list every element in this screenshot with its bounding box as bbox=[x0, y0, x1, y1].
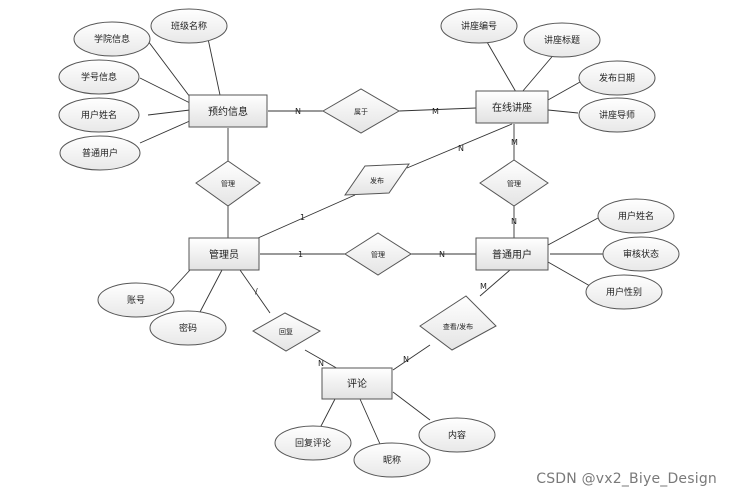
attribute-label: 回复评论 bbox=[295, 437, 331, 449]
entity-label: 在线讲座 bbox=[492, 101, 532, 114]
attribute-lecture-title[interactable]: 讲座标题 bbox=[523, 22, 601, 58]
attribute-password[interactable]: 密码 bbox=[149, 310, 227, 346]
cardinality-labels: N M 1 N M N 1 N / N N M bbox=[255, 107, 518, 368]
card-belongs-lecture: M bbox=[432, 107, 439, 116]
attribute-label: 学院信息 bbox=[94, 33, 130, 45]
attribute-student-no[interactable]: 学号信息 bbox=[58, 59, 140, 95]
attribute-normal-user[interactable]: 普通用户 bbox=[59, 135, 141, 171]
attribute-label: 用户姓名 bbox=[618, 210, 654, 222]
attribute-label: 发布日期 bbox=[599, 72, 635, 84]
attribute-lecturer[interactable]: 讲座导师 bbox=[578, 97, 656, 133]
entity-label: 管理员 bbox=[209, 248, 239, 261]
relationship-view-post[interactable]: 查看/发布 bbox=[419, 295, 497, 351]
card-view-user: M bbox=[480, 282, 487, 291]
attribute-label: 班级名称 bbox=[171, 20, 207, 32]
card-release-lecture: N bbox=[458, 144, 464, 153]
attribute-u-name[interactable]: 用户姓名 bbox=[597, 198, 675, 234]
card-comment-view: N bbox=[403, 355, 409, 364]
card-booking-belongs: N bbox=[295, 107, 301, 116]
relationship-label: 管理 bbox=[371, 250, 385, 259]
connection-lines bbox=[139, 33, 604, 445]
entity-admin[interactable]: 管理员 bbox=[188, 237, 260, 271]
relationship-label: 管理 bbox=[507, 179, 521, 188]
attribute-label: 昵称 bbox=[383, 454, 401, 466]
attribute-nickname[interactable]: 昵称 bbox=[353, 442, 431, 478]
attribute-college[interactable]: 学院信息 bbox=[73, 21, 151, 57]
attribute-label: 密码 bbox=[179, 322, 197, 334]
relationship-label: 发布 bbox=[370, 176, 384, 185]
attribute-audit-status[interactable]: 审核状态 bbox=[602, 236, 680, 272]
attribute-class-name[interactable]: 班级名称 bbox=[150, 8, 228, 44]
relationship-manage-lecture[interactable]: 管理 bbox=[479, 159, 549, 207]
relationship-label: 属于 bbox=[354, 108, 368, 116]
relationship-release[interactable]: 发布 bbox=[344, 163, 410, 196]
attribute-label: 用户性别 bbox=[606, 286, 642, 298]
attribute-label: 学号信息 bbox=[81, 71, 117, 83]
card-admin-manage: 1 bbox=[298, 250, 303, 259]
card-admin-reply: / bbox=[255, 287, 258, 296]
attribute-label: 普通用户 bbox=[82, 147, 118, 159]
attribute-publish-date[interactable]: 发布日期 bbox=[578, 60, 656, 96]
entity-booking[interactable]: 预约信息 bbox=[188, 94, 268, 128]
relationship-belongs[interactable]: 属于 bbox=[322, 88, 400, 134]
attribute-label: 审核状态 bbox=[623, 248, 659, 260]
attribute-label: 讲座编号 bbox=[461, 20, 497, 32]
attribute-label: 讲座标题 bbox=[544, 34, 580, 46]
attribute-content[interactable]: 内容 bbox=[418, 417, 496, 453]
attribute-u-gender[interactable]: 用户性别 bbox=[585, 274, 663, 310]
entity-label: 评论 bbox=[347, 377, 367, 390]
relationship-manage-booking[interactable]: 管理 bbox=[195, 160, 261, 207]
watermark-text: CSDN @vx2_Biye_Design bbox=[536, 471, 717, 487]
card-manage-user: N bbox=[511, 217, 517, 226]
attribute-user-name[interactable]: 用户姓名 bbox=[58, 97, 140, 133]
card-admin-release: 1 bbox=[300, 213, 305, 222]
card-manage-user2: N bbox=[439, 250, 445, 259]
entity-label: 预约信息 bbox=[208, 105, 248, 118]
relationship-label: 回复 bbox=[279, 327, 293, 336]
entity-label: 普通用户 bbox=[492, 248, 532, 261]
entity-comment[interactable]: 评论 bbox=[321, 367, 393, 400]
attribute-label: 讲座导师 bbox=[599, 109, 635, 121]
attribute-lecture-no[interactable]: 讲座编号 bbox=[440, 8, 518, 44]
attribute-label: 账号 bbox=[127, 295, 145, 306]
attribute-account[interactable]: 账号 bbox=[97, 282, 175, 318]
attribute-label: 用户姓名 bbox=[81, 109, 117, 121]
attribute-label: 内容 bbox=[448, 429, 466, 441]
entity-user[interactable]: 普通用户 bbox=[475, 237, 549, 271]
entity-lecture[interactable]: 在线讲座 bbox=[475, 90, 549, 124]
card-lecture-manage: M bbox=[511, 138, 518, 147]
relationship-reply[interactable]: 回复 bbox=[252, 312, 322, 352]
relationship-label: 查看/发布 bbox=[443, 322, 473, 331]
relationship-label: 管理 bbox=[221, 179, 235, 188]
relationship-manage-user[interactable]: 管理 bbox=[344, 232, 412, 276]
card-reply-comment: N bbox=[318, 359, 324, 368]
attribute-reply[interactable]: 回复评论 bbox=[274, 425, 352, 461]
